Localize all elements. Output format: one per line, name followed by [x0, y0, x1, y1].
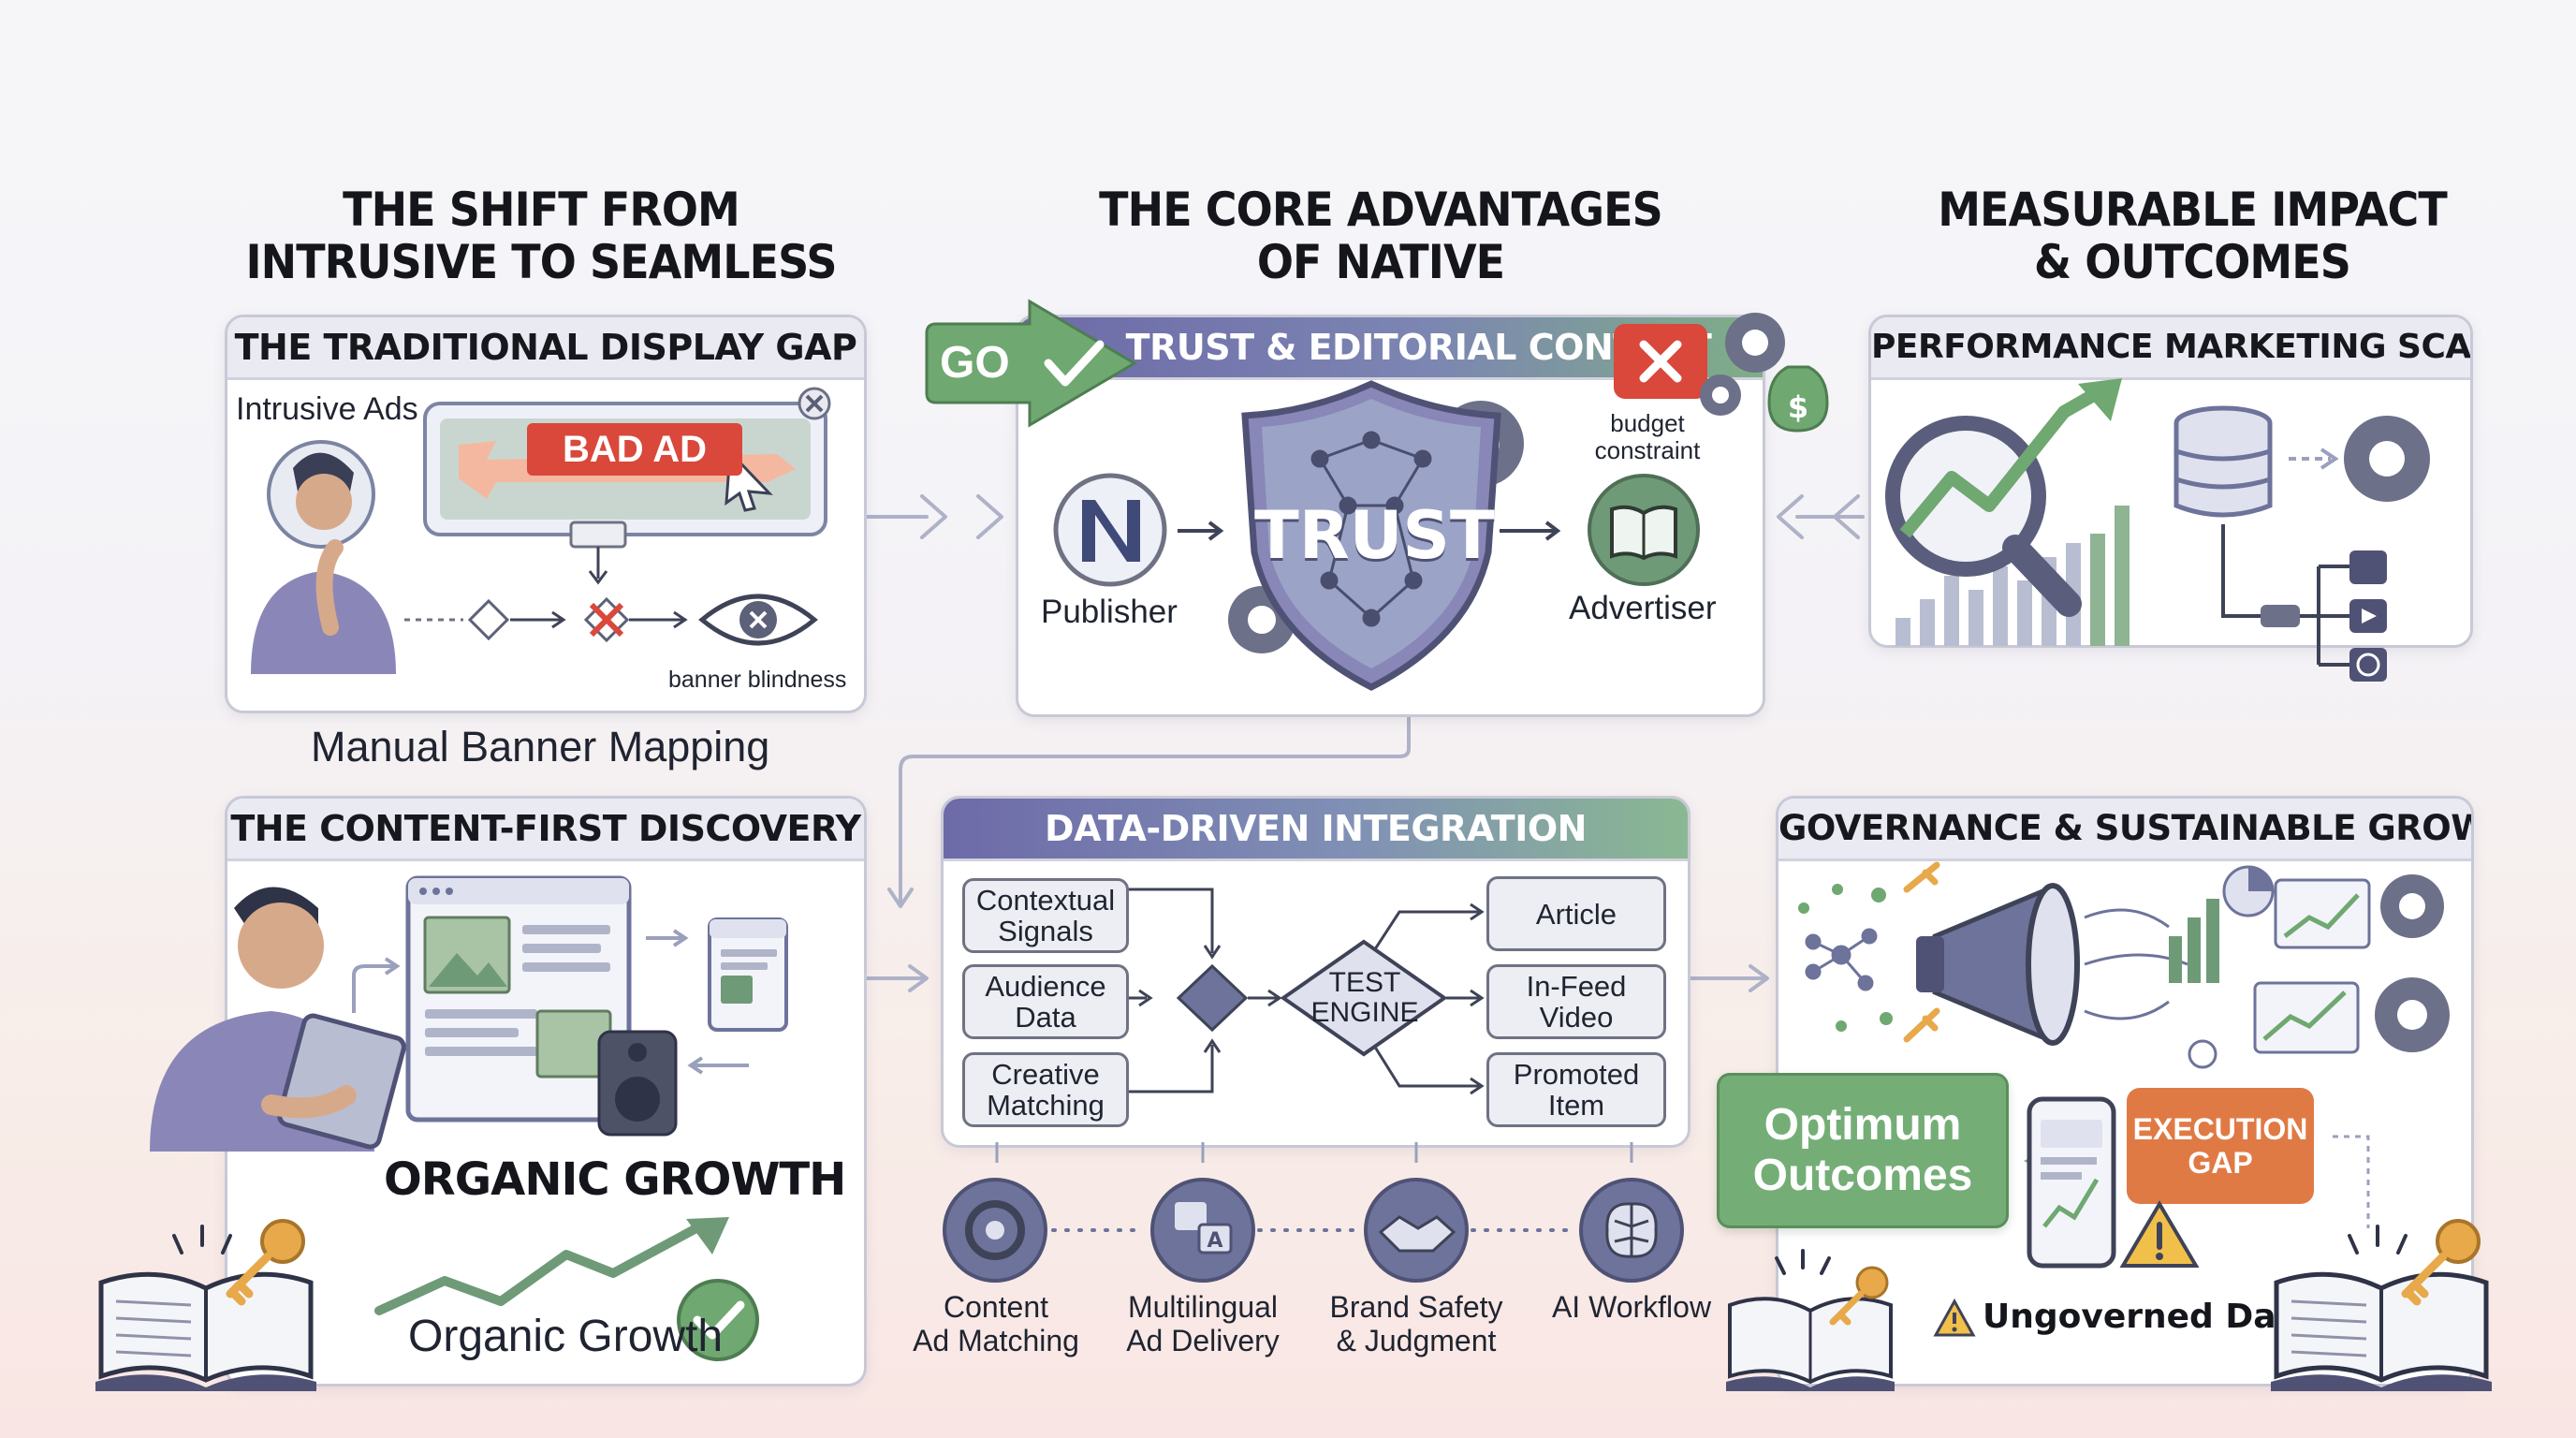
phone-dashboard-icon — [2024, 1096, 2116, 1269]
open-book-key-icon-middle — [1726, 1249, 1895, 1391]
execution-gap-line-2: GAP — [2188, 1146, 2253, 1180]
bad-ad-badge: BAD AD — [527, 423, 742, 476]
feature-1-line-1: Content — [943, 1290, 1049, 1324]
warning-triangle-icon — [2119, 1200, 2200, 1268]
dashed-connector — [2333, 1135, 2370, 1228]
integration-flow-lines — [1128, 888, 1485, 1095]
feature-ai-workflow: AI Workflow — [1538, 1290, 1725, 1324]
publisher-arrow — [1178, 521, 1224, 541]
trust-shield-text: TRUST — [1254, 497, 1495, 574]
worried-person-icon — [251, 440, 396, 674]
performance-panel-title: PERFORMANCE MARKETING SCALE — [1871, 317, 2470, 380]
advertiser-arrow — [1500, 521, 1561, 541]
performance-analytics-illustration — [1885, 378, 2430, 682]
engine-line-2: ENGINE — [1310, 997, 1419, 1028]
banner-mapping-flow — [404, 521, 818, 646]
optimum-line-1: Optimum — [1764, 1100, 1962, 1150]
banner-blindness-label: banner blindness — [668, 667, 847, 693]
svg-text:A: A — [1207, 1229, 1222, 1253]
person-with-tablet-icon — [150, 887, 406, 1152]
advertiser-label: Advertiser — [1569, 590, 1717, 626]
advertiser-book-icon — [1588, 474, 1700, 586]
left-column-title: THE SHIFT FROM INTRUSIVE TO SEAMLESS — [231, 183, 851, 288]
publisher-logo-icon — [1053, 473, 1167, 587]
organic-growth-trend-icon — [374, 1217, 759, 1361]
feature-multilingual-ad-delivery: Multilingual Ad Delivery — [1109, 1290, 1296, 1357]
feature-4-line-1: AI Workflow — [1551, 1290, 1712, 1324]
center-title-line-2: OF NATIVE — [1256, 235, 1505, 289]
video-line-1: In-Feed — [1526, 970, 1627, 1003]
center-column-title: THE CORE ADVANTAGES OF NATIVE — [1071, 183, 1690, 288]
right-title-line-1: MEASURABLE IMPACT — [1938, 183, 2448, 237]
content-first-title: THE CONTENT-FIRST DISCOVERY — [227, 799, 864, 861]
open-book-key-icon-left — [95, 1219, 316, 1391]
feature-1-line-2: Ad Matching — [913, 1324, 1079, 1357]
budget-line-2: constraint — [1594, 436, 1701, 464]
promoted-line-2: Item — [1547, 1089, 1605, 1122]
open-book-key-icon-right — [2271, 1219, 2492, 1391]
audience-line-2: Data — [1015, 1001, 1076, 1034]
feature-icons-row: A — [943, 1142, 1684, 1283]
audience-line-1: Audience — [985, 970, 1106, 1003]
contextual-line-2: Signals — [998, 915, 1093, 947]
feature-2-line-1: Multilingual — [1127, 1290, 1279, 1324]
ungoverned-data-label: Ungoverned Data — [1983, 1298, 2316, 1336]
output-article: Article — [1486, 876, 1666, 951]
svg-text:$: $ — [1788, 389, 1808, 425]
trust-shield-icon — [1228, 380, 1524, 691]
manual-banner-mapping-caption: Manual Banner Mapping — [311, 723, 770, 770]
promoted-line-1: Promoted — [1513, 1058, 1640, 1091]
engine-line-1: TEST — [1328, 967, 1401, 998]
center-title-line-1: THE CORE ADVANTAGES — [1099, 183, 1663, 237]
article-line-1: Article — [1535, 897, 1617, 931]
feature-3-line-1: Brand Safety — [1329, 1290, 1503, 1324]
governance-megaphone-illustration — [1798, 861, 2450, 1069]
intrusive-ads-label: Intrusive Ads — [236, 391, 418, 427]
display-gap-title: THE TRADITIONAL DISPLAY GAP — [227, 317, 864, 380]
contextual-line-1: Contextual — [975, 884, 1116, 917]
optimum-line-2: Outcomes — [1752, 1151, 1973, 1200]
budget-constraint-icons: $ — [1614, 313, 1829, 433]
governance-panel-title: GOVERNANCE & SUSTAINABLE GROWTH — [1778, 799, 2471, 861]
small-warning-icon — [1933, 1298, 1976, 1337]
feature-content-ad-matching: Content Ad Matching — [902, 1290, 1090, 1357]
feature-2-line-2: Ad Delivery — [1126, 1324, 1280, 1357]
organic-growth-headline: ORGANIC GROWTH — [384, 1153, 846, 1206]
budget-constraint-label: budget constraint — [1573, 410, 1722, 464]
publisher-label: Publisher — [1041, 594, 1178, 630]
right-title-line-2: & OUTCOMES — [2034, 235, 2351, 289]
feature-brand-safety: Brand Safety & Judgment — [1323, 1290, 1510, 1357]
organic-growth-caption: Organic Growth — [408, 1312, 724, 1361]
execution-gap-line-1: EXECUTION — [2132, 1112, 2308, 1146]
go-arrow-icon — [925, 299, 1137, 428]
go-label: GO — [940, 338, 1010, 388]
right-column-title: MEASURABLE IMPACT & OUTCOMES — [1882, 183, 2502, 288]
creative-line-2: Matching — [987, 1089, 1105, 1122]
budget-line-1: budget — [1610, 409, 1685, 437]
integration-panel-title: DATA-DRIVEN INTEGRATION — [944, 799, 1688, 861]
feature-3-line-2: & Judgment — [1336, 1324, 1497, 1357]
creative-line-1: Creative — [991, 1058, 1100, 1091]
content-pages-illustration — [352, 875, 788, 1137]
test-engine-label: TEST ENGINE — [1288, 968, 1442, 1028]
left-title-line-1: THE SHIFT FROM — [343, 183, 740, 237]
left-title-line-2: INTRUSIVE TO SEAMLESS — [245, 235, 837, 289]
arrow-trust-to-integration — [899, 712, 1411, 905]
video-line-2: Video — [1539, 1001, 1614, 1034]
